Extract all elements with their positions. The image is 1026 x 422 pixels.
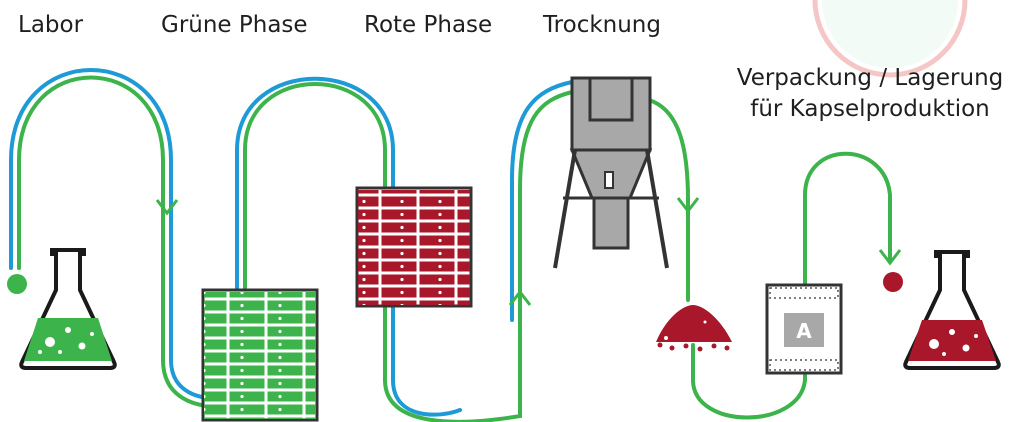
drying-silo-icon — [553, 76, 669, 269]
arrow-up-1 — [508, 289, 532, 306]
label-trocknung: Trocknung — [543, 12, 661, 38]
label-gruene-phase: Grüne Phase — [161, 12, 308, 38]
arrow-down-2 — [676, 197, 700, 214]
arrow-down-3 — [878, 249, 902, 266]
sachet-letter: A — [796, 319, 812, 343]
red-powder-pile-icon — [656, 305, 732, 352]
flask-red-icon — [903, 250, 1001, 370]
start-dot — [7, 274, 27, 294]
end-dot — [883, 272, 903, 292]
arrow-down-1 — [155, 199, 179, 216]
red-cell-grid-icon — [355, 186, 473, 308]
label-rote-phase: Rote Phase — [364, 12, 493, 38]
label-verpackung: Verpackung / Lagerung für Kapselprodukti… — [735, 63, 1005, 125]
label-labor: Labor — [18, 12, 84, 38]
flow-line-green — [17, 75, 892, 422]
decorative-circle-fill — [822, 0, 958, 68]
label-verpackung-line1: Verpackung / Lagerung — [736, 65, 1004, 91]
green-cell-grid-icon — [201, 288, 319, 422]
decorative-circle — [812, 0, 968, 78]
flow-line-blue — [9, 68, 574, 417]
lab-flask-green-icon — [19, 248, 117, 370]
label-verpackung-line2: für Kapselproduktion — [750, 96, 990, 122]
sachet-a-icon: A — [765, 283, 843, 375]
